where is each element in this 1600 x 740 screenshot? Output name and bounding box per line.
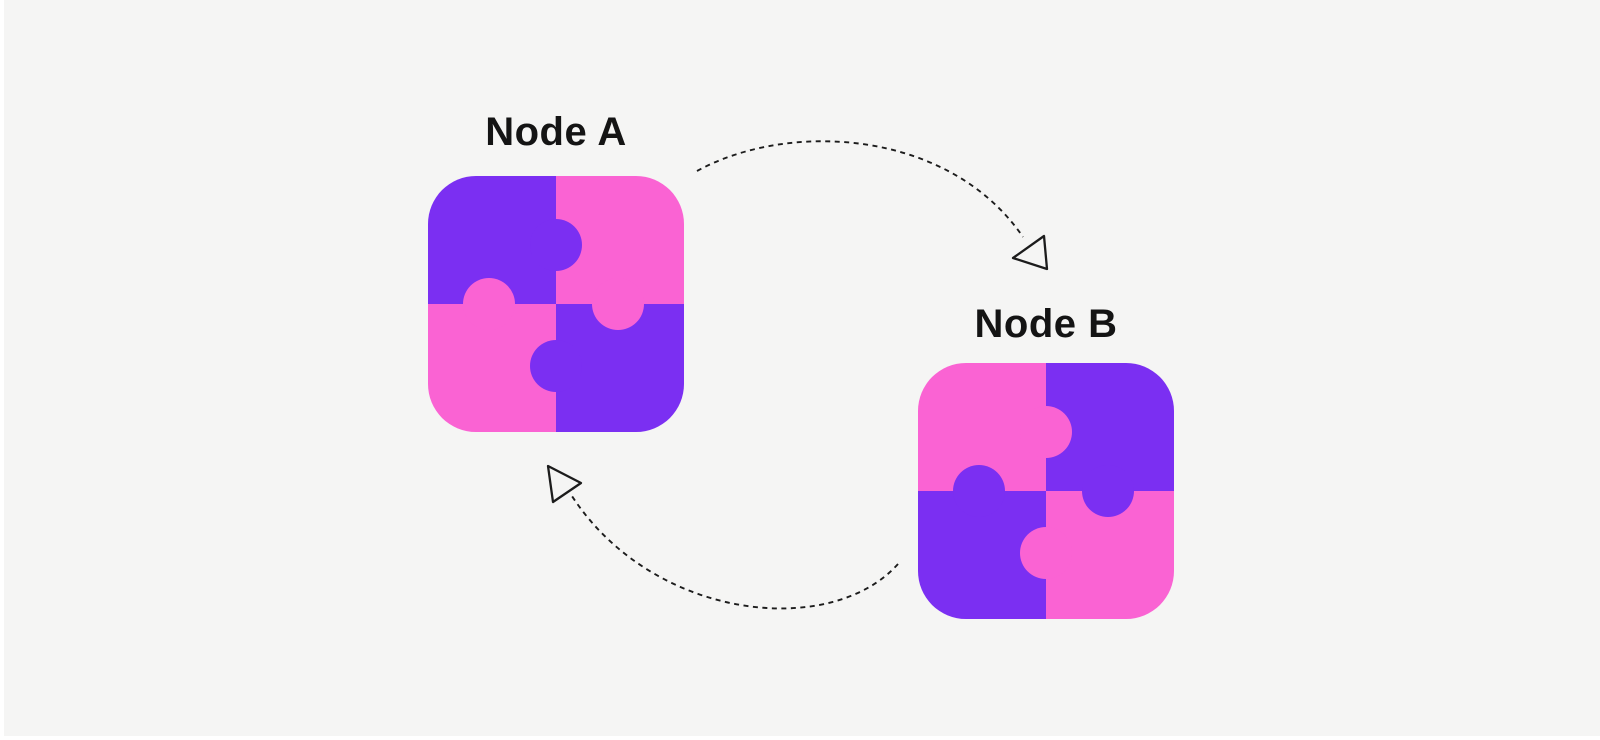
node-b — [918, 363, 1174, 619]
node-b-label: Node B — [974, 302, 1118, 346]
node-a — [428, 176, 684, 432]
node-b-puzzle-tab-bottom — [1020, 527, 1072, 579]
node-a-puzzle-tab-bottom — [530, 340, 582, 392]
arrow-a-to-b-path — [696, 140, 1024, 238]
arrow-b-to-a-path — [569, 492, 899, 610]
node-b-puzzle-tab-right — [1082, 465, 1134, 517]
node-a-label: Node A — [485, 110, 627, 154]
node-b-puzzle-icon — [918, 363, 1174, 619]
bottom-edge-margin — [0, 736, 1600, 740]
node-a-puzzle-icon — [428, 176, 684, 432]
node-a-puzzle-tab-left — [463, 278, 515, 330]
node-a-puzzle-tab-top — [530, 219, 582, 271]
arrow-a-to-b-arrowhead-icon — [1011, 234, 1049, 271]
arrow-b-to-a-arrowhead-icon — [546, 464, 583, 504]
node-b-puzzle-tab-top — [1020, 406, 1072, 458]
node-b-puzzle-tab-left — [953, 465, 1005, 517]
left-edge-margin — [0, 0, 4, 740]
node-a-puzzle-tab-right — [592, 278, 644, 330]
